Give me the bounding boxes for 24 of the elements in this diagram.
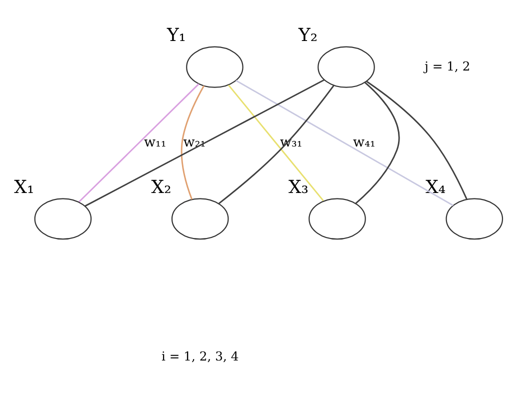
connector xyxy=(180,84,204,200)
node-label: Y₂ xyxy=(298,24,318,46)
connector xyxy=(227,84,324,201)
node-label: X₄ xyxy=(425,176,446,198)
node-ellipse xyxy=(317,46,374,88)
connector xyxy=(78,82,199,202)
edge-label: w₄₁ xyxy=(352,134,375,150)
node-ellipse xyxy=(170,198,228,240)
connector xyxy=(366,80,467,199)
connector xyxy=(84,78,324,206)
label: j = 1, 2 xyxy=(424,58,470,73)
connector xyxy=(354,81,400,204)
node-ellipse xyxy=(186,46,243,88)
node-label: X₁ xyxy=(14,176,34,198)
edge-label: w₁₁ xyxy=(143,134,166,150)
connector xyxy=(218,84,334,204)
connector xyxy=(235,79,454,206)
node-ellipse xyxy=(308,198,366,240)
node-label: X₂ xyxy=(150,176,171,198)
node-ellipse xyxy=(445,198,503,240)
label: i = 1, 2, 3, 4 xyxy=(161,348,238,363)
node-label: Y₁ xyxy=(166,24,186,46)
node-label: X₃ xyxy=(288,176,308,198)
node-ellipse xyxy=(34,198,92,240)
